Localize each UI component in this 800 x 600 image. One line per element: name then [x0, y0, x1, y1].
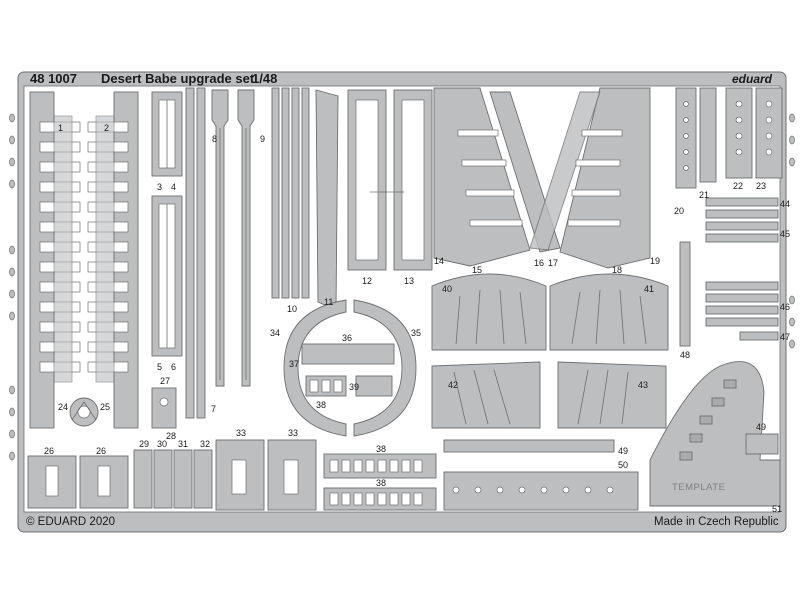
part-number: 28	[166, 431, 176, 441]
part-number: 48	[680, 350, 690, 360]
catalog-number: 48 1007	[30, 71, 77, 86]
part-number: 32	[200, 439, 210, 449]
part-11-tapered	[315, 89, 339, 311]
set-title: Desert Babe upgrade set	[101, 71, 255, 86]
part-number: 27	[160, 376, 170, 386]
part-number: 33	[236, 428, 246, 438]
part-number: 4	[171, 182, 176, 192]
part-number: 51	[772, 504, 782, 514]
part-number: 42	[448, 380, 458, 390]
part-number: 30	[157, 439, 167, 449]
part-8-9-rails	[211, 89, 255, 387]
part-number: 38	[376, 478, 386, 488]
part-number: 45	[780, 229, 790, 239]
part-number: 36	[342, 333, 352, 343]
scale-label: 1/48	[252, 71, 277, 86]
part-number: 46	[780, 302, 790, 312]
part-number: 20	[674, 206, 684, 216]
part-number: 15	[472, 265, 482, 275]
part-34-39-oval-frame	[283, 299, 417, 437]
part-38-rows	[323, 453, 437, 511]
part-number: 6	[171, 362, 176, 372]
part-number: 2	[104, 123, 109, 133]
part-27-28-clip	[151, 387, 177, 429]
part-number: 25	[100, 402, 110, 412]
part-number: 22	[733, 181, 743, 191]
part-number: 43	[638, 380, 648, 390]
part-number: 12	[362, 276, 372, 286]
part-26-33-blocks	[27, 439, 317, 511]
part-number: 19	[650, 256, 660, 266]
copyright-text: © EDUARD 2020	[26, 516, 115, 528]
part-40-43-intakes	[431, 273, 669, 429]
part-51-template: TEMPLATE	[649, 361, 781, 507]
part-number: 24	[58, 402, 68, 412]
part-number: 1	[58, 123, 63, 133]
part-number: 26	[96, 446, 106, 456]
part-44-47-strips	[705, 197, 779, 341]
brand-logo: eduard	[732, 72, 773, 86]
part-14-19-flaps	[433, 87, 651, 269]
part-number: 26	[44, 446, 54, 456]
part-number: 49	[618, 446, 628, 456]
edge-droplets	[9, 113, 795, 461]
part-number: 5	[157, 362, 162, 372]
part-number: 23	[756, 181, 766, 191]
part-number: 50	[618, 460, 628, 470]
part-number: 16	[534, 258, 544, 268]
part-1-2-comb-strips	[29, 91, 139, 429]
part-number: 14	[434, 256, 444, 266]
part-number: 41	[644, 284, 654, 294]
part-number: 8	[212, 134, 217, 144]
part-number: 10	[287, 304, 297, 314]
part-number: 47	[780, 332, 790, 342]
part-number: 3	[157, 182, 162, 192]
part-number: 13	[404, 276, 414, 286]
part-20-23-plates	[675, 87, 783, 189]
part-10-strips	[271, 87, 310, 299]
part-number: 31	[178, 439, 188, 449]
part-number: 21	[699, 190, 709, 200]
part-49-50-strips	[443, 439, 639, 511]
part-number: 44	[780, 199, 790, 209]
template-label: TEMPLATE	[672, 482, 725, 493]
part-number: 11	[324, 297, 333, 307]
part-number: 18	[612, 265, 622, 275]
part-number: 33	[288, 428, 298, 438]
part-48-strip	[679, 241, 691, 347]
part-7-strips	[185, 87, 206, 419]
part-number: 35	[411, 328, 421, 338]
part-number: 49	[756, 422, 766, 432]
part-number: 38	[316, 400, 326, 410]
part-number: 38	[376, 444, 386, 454]
part-number: 37	[289, 359, 299, 369]
part-number: 17	[548, 258, 558, 268]
part-12-13-panels	[347, 89, 433, 271]
part-number: 7	[211, 404, 216, 414]
part-number: 34	[270, 328, 280, 338]
part-24-25-disc	[69, 397, 99, 427]
part-3-6-ladders	[151, 91, 183, 357]
part-number: 40	[442, 284, 452, 294]
origin-text: Made in Czech Republic	[654, 516, 779, 528]
part-number-labels: 1 2 3 4 5 6 7 8 9 10 11 12 13 14 15 16 1…	[44, 123, 790, 514]
part-number: 29	[139, 439, 149, 449]
part-number: 39	[349, 382, 359, 392]
part-number: 9	[260, 134, 265, 144]
